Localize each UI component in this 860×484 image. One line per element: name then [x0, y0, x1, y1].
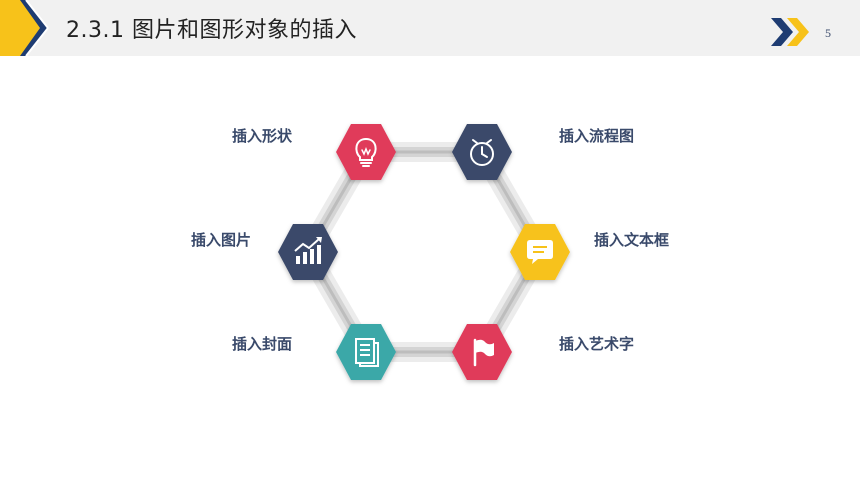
- stopwatch-icon: [470, 139, 494, 166]
- page-title: 2.3.1 图片和图形对象的插入: [66, 18, 357, 43]
- connector-ring: [298, 142, 550, 362]
- lightbulb-icon: [355, 137, 377, 167]
- header-corner-decoration: [0, 0, 49, 56]
- label-insert-shape: 插入形状: [232, 127, 293, 145]
- node-insert-picture[interactable]: [278, 224, 338, 280]
- header-bar: 2.3.1 图片和图形对象的插入 5: [0, 0, 860, 56]
- label-insert-picture: 插入图片: [191, 231, 252, 249]
- flag-icon: [473, 338, 494, 367]
- chevron-right-icon: [771, 18, 809, 46]
- page-number: 5: [825, 26, 831, 40]
- label-insert-wordart: 插入艺术字: [559, 335, 635, 353]
- chart-trend-icon: [294, 237, 322, 264]
- chat-bubble-icon: [527, 240, 553, 264]
- node-insert-shape[interactable]: [336, 124, 396, 180]
- node-insert-textbox[interactable]: [510, 224, 570, 280]
- node-insert-flowchart[interactable]: [452, 124, 512, 180]
- node-insert-cover[interactable]: [336, 324, 396, 380]
- label-insert-flowchart: 插入流程图: [559, 127, 635, 145]
- label-insert-cover: 插入封面: [232, 335, 293, 353]
- document-icon: [355, 338, 379, 367]
- node-insert-wordart[interactable]: [452, 324, 512, 380]
- label-insert-textbox: 插入文本框: [594, 231, 670, 249]
